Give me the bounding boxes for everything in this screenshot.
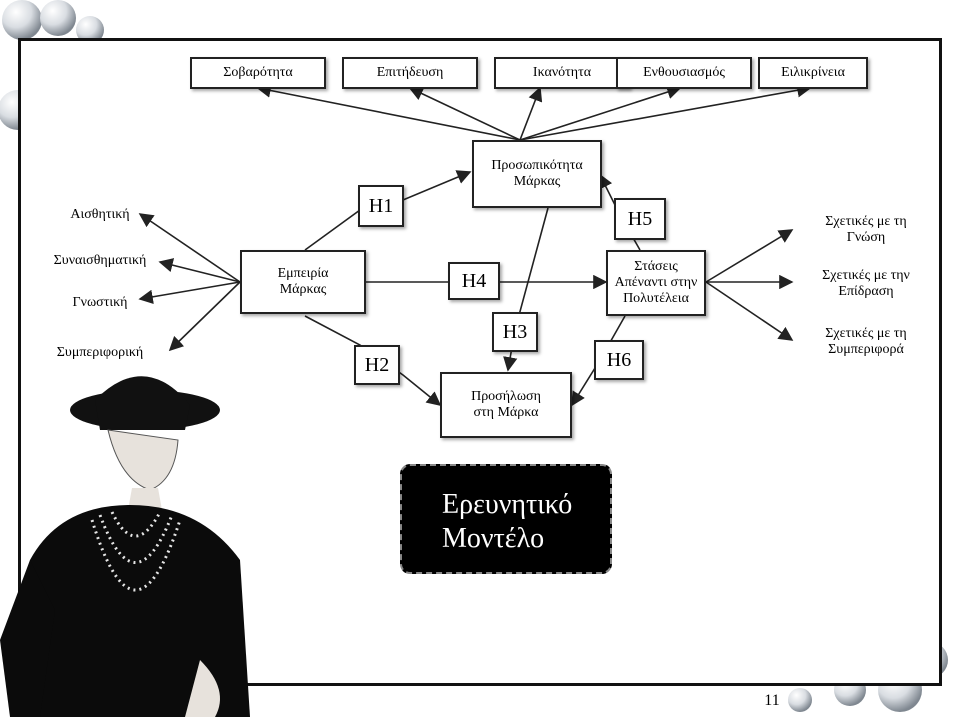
hypothesis-h5: H5 (614, 198, 666, 240)
trait-box-1: Σοβαρότητα (190, 57, 326, 89)
arrow-experience-dim-2 (158, 258, 241, 283)
hypothesis-h1: H1 (358, 185, 404, 227)
page-number: 11 (764, 692, 780, 709)
hypothesis-h4: H4 (448, 262, 500, 300)
experience-dim-3: Γνωστική (72, 295, 128, 310)
arrow-personality-trait-2 (408, 86, 521, 141)
arrow-attitude-dim-1 (705, 229, 794, 283)
luxury-attitudes-box: Στάσεις Απέναντι στην Πολυτέλεια (606, 250, 706, 316)
arrow-experience-dim-3 (138, 281, 241, 304)
trait-box-3: Ικανότητα (494, 57, 630, 89)
arrow-personality-trait-3 (519, 86, 543, 141)
arrow-personality-trait-5 (519, 83, 812, 141)
brand-experience-box: Εμπειρία Μάρκας (240, 250, 366, 314)
attitude-dim-1: Σχετικές με τη Γνώση (825, 214, 907, 245)
arrow-personality-trait-4 (519, 85, 682, 141)
arrow-experience-dim-1 (138, 213, 241, 283)
experience-dim-4: Συμπεριφορική (56, 345, 144, 360)
model-title: Ερευνητικό Μοντέλο (400, 464, 612, 574)
arrow-personality-trait-1 (256, 83, 521, 141)
arrow-attitude-dim-3 (705, 281, 794, 341)
trait-box-5: Ειλικρίνεια (758, 57, 868, 89)
brand-personality-box: Προσωπικότητα Μάρκας (472, 140, 602, 208)
attitude-dim-3: Σχετικές με τη Συμπεριφορά (825, 326, 907, 357)
hypothesis-h2: H2 (354, 345, 400, 385)
trait-box-2: Επιτήδευση (342, 57, 478, 89)
hypothesis-h3: H3 (492, 312, 538, 352)
experience-dim-1: Αισθητική (70, 207, 130, 222)
trait-box-4: Ενθουσιασμός (616, 57, 752, 89)
hypothesis-h6: H6 (594, 340, 644, 380)
attitude-dim-2: Σχετικές με την Επίδραση (822, 268, 910, 299)
arrow-experience-dim-4 (168, 281, 241, 352)
brand-attachment-box: Προσήλωση στη Μάρκα (440, 372, 572, 438)
experience-dim-2: Συναισθηματική (53, 253, 147, 268)
